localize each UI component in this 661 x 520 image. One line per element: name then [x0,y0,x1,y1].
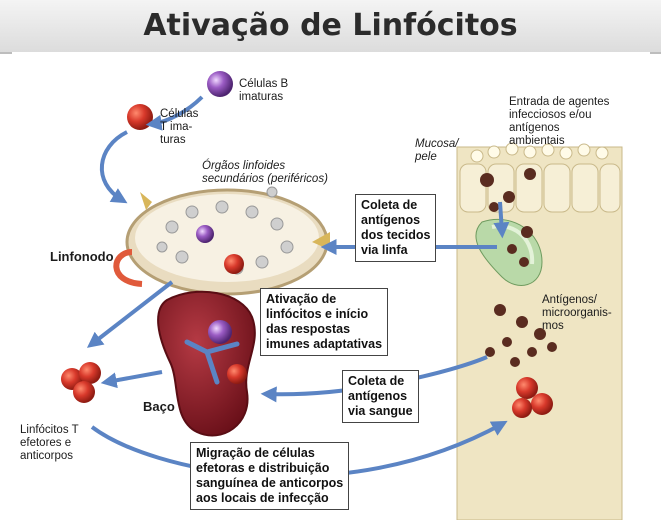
box-migration: Migração de células efetoras e distribui… [190,442,350,510]
label-effector: Linfócitos T efetores e anticorpos [20,424,79,462]
label-linfonodo: Linfonodo [50,249,114,264]
box-activation: Ativação de linfócitos e início das resp… [260,288,389,356]
label-t-cells: Células T ima- turas [160,108,199,146]
antigen-particles [480,168,557,367]
title-banner: Ativação de Linfócitos [0,0,661,54]
page-title: Ativação de Linfócitos [143,8,518,43]
label-b-cells: Células B imaturas [239,78,289,103]
cells [61,71,553,418]
lymph-node [113,186,330,296]
label-mucosa: Mucosa/ pele [415,138,459,163]
diagram-illustration [61,71,623,520]
label-antigens: Antígenos/ microorganis- mos [542,294,612,332]
diagram-frame: Células B imaturas Células T ima- turas … [12,52,650,520]
box-blood-collection: Coleta de antígenos via sangue [342,370,419,423]
label-baco: Baço [143,399,175,414]
label-entry: Entrada de agentes infecciosos e/ou antí… [509,96,610,147]
label-organs: Órgãos linfoides secundários (periférico… [202,160,328,185]
box-lymph-collection: Coleta de antígenos dos tecidos via linf… [355,194,437,262]
